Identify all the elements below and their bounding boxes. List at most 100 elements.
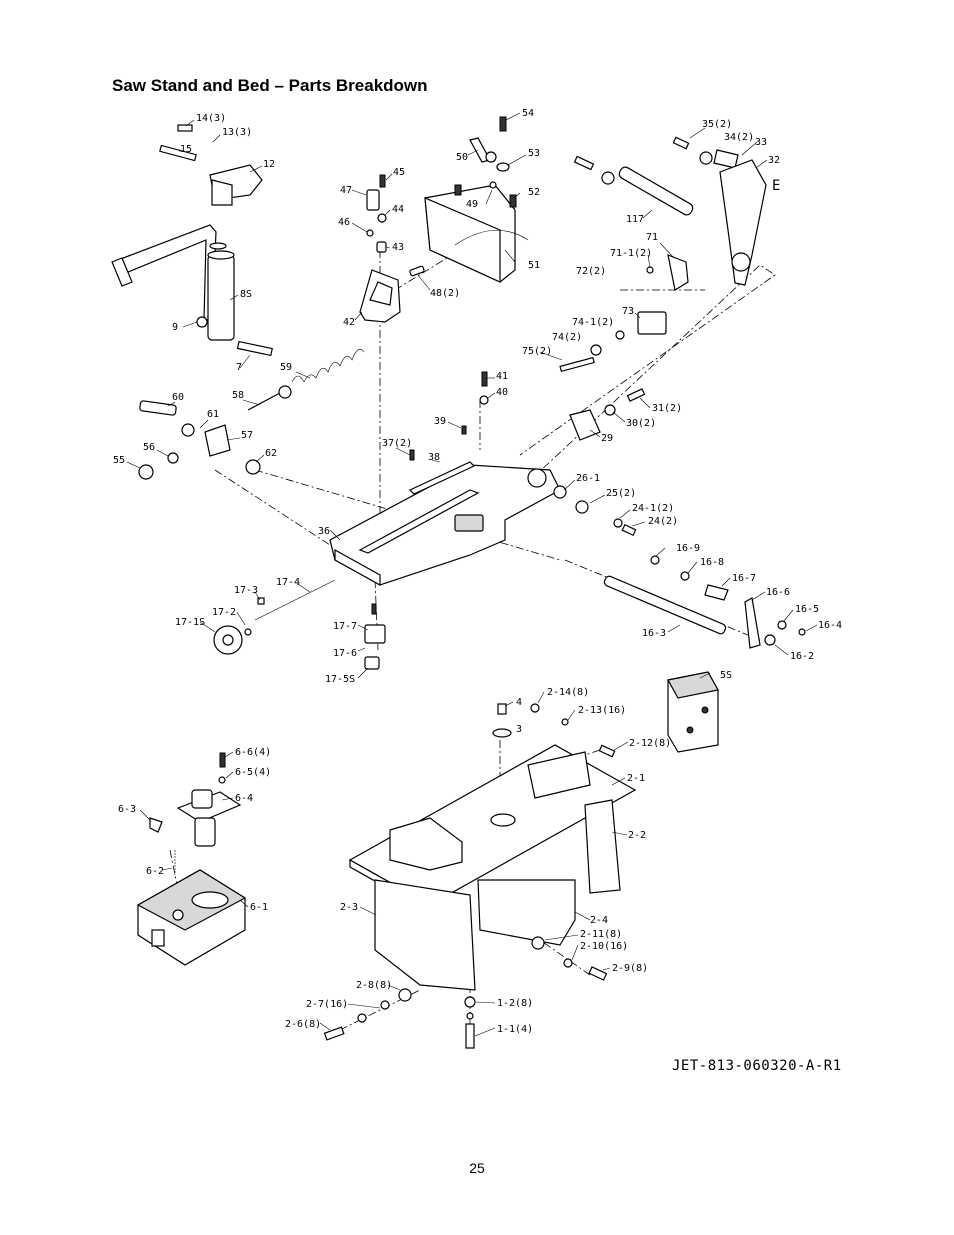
callout-2-8: 2-8(8) [356,980,392,991]
callout-33: 33 [755,137,767,148]
callout-49: 49 [466,199,478,210]
callout-57: 57 [241,430,253,441]
callout-42: 42 [343,317,355,328]
callout-54: 54 [522,108,534,119]
assembly-lines [169,249,776,1040]
callout-60: 60 [172,392,184,403]
callout-16-2: 16-2 [790,651,814,662]
callout-34: 34(2) [724,132,754,143]
callout-38: 38 [428,452,440,463]
callout-46: 46 [338,217,350,228]
handwheel-assembly-17 [213,579,386,670]
callout-55: 55 [113,455,125,466]
callout-45: 45 [393,167,405,178]
callout-12: 12 [263,159,275,170]
callout-29: 29 [601,433,613,444]
callout-2-7: 2-7(16) [306,999,348,1010]
callout-2-14: 2-14(8) [547,687,589,698]
callout-31: 31(2) [652,403,682,414]
callout-74: 74(2) [552,332,582,343]
callout-61: 61 [207,409,219,420]
callout-24: 24(2) [648,516,678,527]
callout-30: 30(2) [626,418,656,429]
callout-59: 59 [280,362,292,373]
spring-tension-assembly [138,349,365,480]
blade-guard-arm-assembly [559,136,767,373]
callout-16-9: 16-9 [676,543,700,554]
shaft-assembly-16 [603,555,806,649]
callout-6-5: 6-5(4) [235,767,271,778]
callout-4: 4 [516,697,522,708]
callout-17-1s: 17-1S [175,617,205,628]
callout-labels: 14(3) 13(3) 15 12 8S 9 7 47 45 46 44 43 … [113,108,842,1035]
callout-16-7: 16-7 [732,573,756,584]
callout-6-3: 6-3 [118,804,136,815]
page-title: Saw Stand and Bed – Parts Breakdown [112,76,428,95]
callout-16-3: 16-3 [642,628,666,639]
callout-44: 44 [392,204,404,215]
callout-52: 52 [528,187,540,198]
callout-17-6: 17-6 [333,648,357,659]
callout-16-4: 16-4 [818,620,842,631]
coolant-tank-assembly-6 [136,752,247,966]
stand-fasteners [323,936,608,1049]
callout-1-2: 1-2(8) [497,998,533,1009]
callout-15: 15 [180,144,192,155]
callout-2-2: 2-2 [628,830,646,841]
callout-32: 32 [768,155,780,166]
control-arm-assembly [111,124,273,357]
callout-9: 9 [172,322,178,333]
callout-16-5: 16-5 [795,604,819,615]
callout-74-1: 74-1(2) [572,317,614,328]
callout-16-8: 16-8 [700,557,724,568]
callout-17-5s: 17-5S [325,674,355,685]
callout-71-1: 71-1(2) [610,248,652,259]
callout-2-3: 2-3 [340,902,358,913]
callout-25: 25(2) [606,488,636,499]
callout-2-13: 2-13(16) [578,705,626,716]
callout-6-2: 6-2 [146,866,164,877]
callout-17-2: 17-2 [212,607,236,618]
callout-47: 47 [340,185,352,196]
callout-13: 13(3) [222,127,252,138]
callout-40: 40 [496,387,508,398]
callout-16-6: 16-6 [766,587,790,598]
callout-2-4: 2-4 [590,915,608,926]
callout-58: 58 [232,390,244,401]
callout-17-4: 17-4 [276,577,300,588]
page-number: 25 [469,1160,485,1176]
callout-72: 72(2) [576,266,606,277]
bracket-29 [569,388,646,441]
washer-stack-24-25 [575,500,637,537]
callout-2-11: 2-11(8) [580,929,622,940]
callout-56: 56 [143,442,155,453]
callout-2-9: 2-9(8) [612,963,648,974]
bracket-42-assembly [359,174,425,323]
callout-71: 71 [646,232,658,243]
callout-17-7: 17-7 [333,621,357,632]
callout-6-1: 6-1 [250,902,268,913]
saw-bed-36 [329,371,567,587]
callout-2-1: 2-1 [627,773,645,784]
callout-2-6: 2-6(8) [285,1019,321,1030]
callout-51: 51 [528,260,540,271]
callout-17-3: 17-3 [234,585,258,596]
callout-62: 62 [265,448,277,459]
callout-2-10: 2-10(16) [580,941,628,952]
callout-1-1: 1-1(4) [497,1024,533,1035]
fence-51-assembly [424,116,529,283]
stand-assembly-2 [348,703,637,991]
callout-26-1: 26-1 [576,473,600,484]
callout-36: 36 [318,526,330,537]
callout-48: 48(2) [430,288,460,299]
callout-39: 39 [434,416,446,427]
callout-e: E [772,178,780,194]
callout-6-6: 6-6(4) [235,747,271,758]
switch-box-5s [667,671,719,753]
drawing-code: JET-813-060320-A-R1 [672,1058,842,1074]
callout-2-12: 2-12(8) [629,738,671,749]
callout-6-4: 6-4 [235,793,253,804]
callout-35: 35(2) [702,119,732,130]
callout-43: 43 [392,242,404,253]
